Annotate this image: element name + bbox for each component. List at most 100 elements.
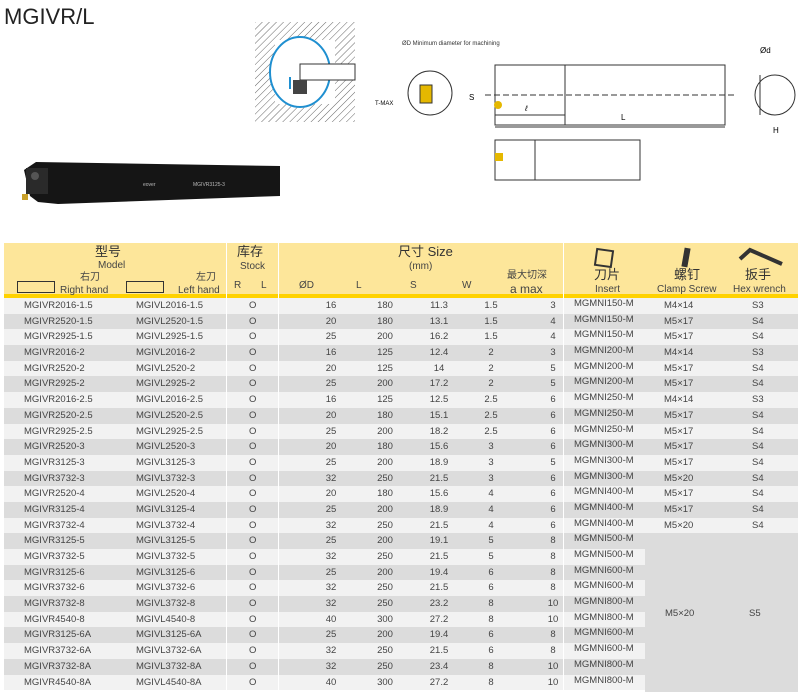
cell-amax: 6 [550, 519, 556, 531]
cell-w: 1.5 [484, 331, 498, 343]
cell-w: 4 [488, 519, 494, 531]
cell-model-right: MGIVR2520-1.5 [24, 315, 93, 327]
cell-screw: M5×20 [664, 472, 694, 484]
cell-l: 125 [377, 394, 393, 406]
cell-screw: M4×14 [664, 394, 694, 406]
cell-w: 8 [488, 598, 494, 610]
cell-s: 17.2 [429, 378, 449, 390]
cell-model-right: MGIVR3125-5 [24, 535, 85, 547]
cell-model-right: MGIVR2520-3 [24, 441, 85, 453]
cell-wrench: S4 [752, 362, 764, 374]
cell-d: 20 [325, 409, 337, 421]
col-s: S [410, 280, 417, 291]
cell-d: 25 [325, 378, 337, 390]
cell-insert: MGMNI250-M [574, 392, 634, 404]
model-cn: 型号 [95, 244, 122, 259]
cell-l: 250 [377, 519, 393, 531]
cell-screw: M5×17 [664, 409, 694, 421]
cell-model-right: MGIVR3732-6 [24, 582, 85, 594]
cell-model-right: MGIVR2016-2.5 [24, 394, 93, 406]
cell-insert: MGMNI200-M [574, 376, 634, 388]
cell-d: 25 [325, 566, 337, 578]
cell-model-right: MGIVR2925-2.5 [24, 425, 93, 437]
cell-amax: 6 [550, 441, 556, 453]
cell-w: 1.5 [484, 315, 498, 327]
screw-en: Clamp Screw [657, 284, 717, 295]
stock-indicator: O [249, 362, 257, 374]
cell-s: 18.9 [429, 503, 449, 515]
right-hand-cn: 右刀 [80, 272, 100, 283]
cell-model-left: MGIVL2016-1.5 [136, 300, 204, 311]
stock-indicator: O [249, 409, 257, 421]
cell-d: 20 [325, 362, 337, 374]
col-l: L [356, 280, 362, 291]
cell-wrench: S4 [752, 456, 764, 468]
cell-l: 180 [377, 441, 393, 453]
cell-wrench: S4 [752, 488, 764, 500]
cell-w: 8 [488, 660, 494, 672]
cell-insert: MGMNI300-M [574, 454, 634, 466]
cell-d: 20 [325, 488, 337, 500]
stock-indicator: O [249, 488, 257, 500]
cell-model-right: MGIVR3732-4 [24, 519, 85, 531]
cell-model-left: MGIVL3732-5 [136, 551, 196, 562]
wrench-en: Hex wrench [733, 284, 786, 295]
cell-w: 4 [488, 503, 494, 515]
cell-l: 180 [377, 315, 393, 327]
stock-indicator: O [249, 503, 257, 515]
cell-insert: MGMNI250-M [574, 423, 634, 435]
stock-indicator: O [249, 300, 257, 311]
cell-model-left: MGIVL2520-4 [136, 488, 196, 500]
cell-amax: 8 [550, 645, 556, 657]
cell-w: 2.5 [484, 425, 498, 437]
cell-screw: M5×20 [664, 519, 694, 531]
amax-en: a max [510, 282, 543, 296]
cell-l: 300 [377, 613, 393, 625]
stock-l: L [261, 280, 267, 291]
cell-d: 25 [325, 629, 337, 641]
cell-model-left: MGIVL2925-1.5 [136, 331, 204, 343]
cell-d: 20 [325, 441, 337, 453]
cell-d: 40 [325, 613, 337, 625]
cell-d: 16 [325, 300, 337, 311]
cell-screw: M4×14 [664, 347, 694, 359]
cell-d: 25 [325, 331, 337, 343]
cell-w: 3 [488, 456, 494, 468]
cell-screw: M5×17 [664, 378, 694, 390]
cell-model-right: MGIVR3732-5 [24, 551, 85, 562]
cell-l: 180 [377, 488, 393, 500]
cell-model-left: MGIVL3125-6 [136, 566, 196, 578]
cell-wrench: S3 [752, 300, 764, 311]
cell-s: 12.5 [429, 394, 449, 406]
stock-indicator: O [249, 645, 257, 657]
cell-insert: MGMNI600-M [574, 643, 634, 655]
cell-d: 32 [325, 551, 337, 562]
cell-insert: MGMNI300-M [574, 470, 634, 482]
cell-l: 250 [377, 472, 393, 484]
cell-amax: 10 [547, 598, 559, 610]
cell-w: 8 [488, 676, 494, 688]
l-small-label: ℓ [524, 104, 528, 113]
cell-w: 4 [488, 488, 494, 500]
cell-wrench: S4 [752, 409, 764, 421]
insert-en: Insert [595, 284, 621, 295]
cell-screw: M5×17 [664, 362, 694, 374]
stock-indicator: O [249, 394, 257, 406]
cell-amax: 8 [550, 535, 556, 547]
cell-l: 180 [377, 409, 393, 421]
cell-w: 2.5 [484, 409, 498, 421]
cell-model-right: MGIVR3125-4 [24, 503, 85, 515]
cell-amax: 10 [547, 660, 559, 672]
cell-w: 6 [488, 566, 494, 578]
